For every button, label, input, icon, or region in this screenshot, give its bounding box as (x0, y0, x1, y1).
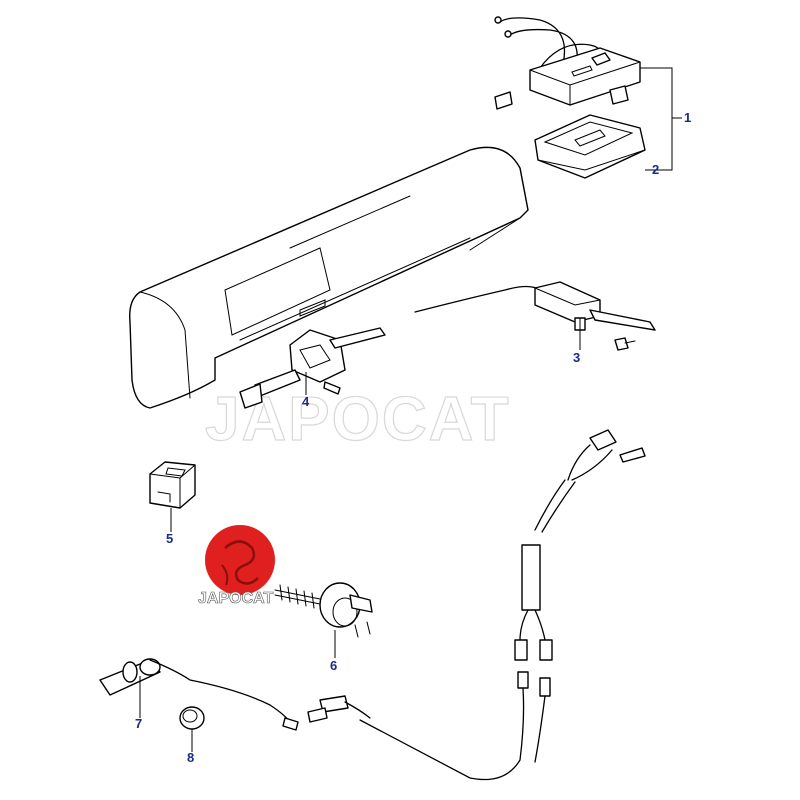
japocat-logo: JAPOCAT (198, 525, 275, 607)
callout-7: 7 (135, 716, 142, 731)
logo-circle (205, 525, 275, 595)
callout-6: 6 (330, 658, 337, 673)
part-7-wire-grommet (99, 658, 299, 731)
logo-text: JAPOCAT (198, 590, 273, 607)
callout-8: 8 (187, 750, 194, 765)
part-4-combination-switch (239, 327, 386, 409)
callout-4: 4 (302, 394, 310, 409)
part-6-socket (274, 582, 373, 638)
part-1-control-unit (494, 16, 641, 110)
part-2-case (534, 114, 646, 179)
dashboard-panel (129, 146, 529, 409)
part-8-cap (179, 706, 205, 730)
part-5-relay (149, 461, 196, 509)
callout-5: 5 (166, 531, 173, 546)
callout-2: 2 (652, 162, 659, 177)
callout-3: 3 (573, 350, 580, 365)
wiring-harness (307, 429, 646, 781)
leader-lines (139, 67, 682, 752)
callout-1: 1 (684, 110, 691, 125)
part-3-lever-switch (414, 281, 656, 351)
